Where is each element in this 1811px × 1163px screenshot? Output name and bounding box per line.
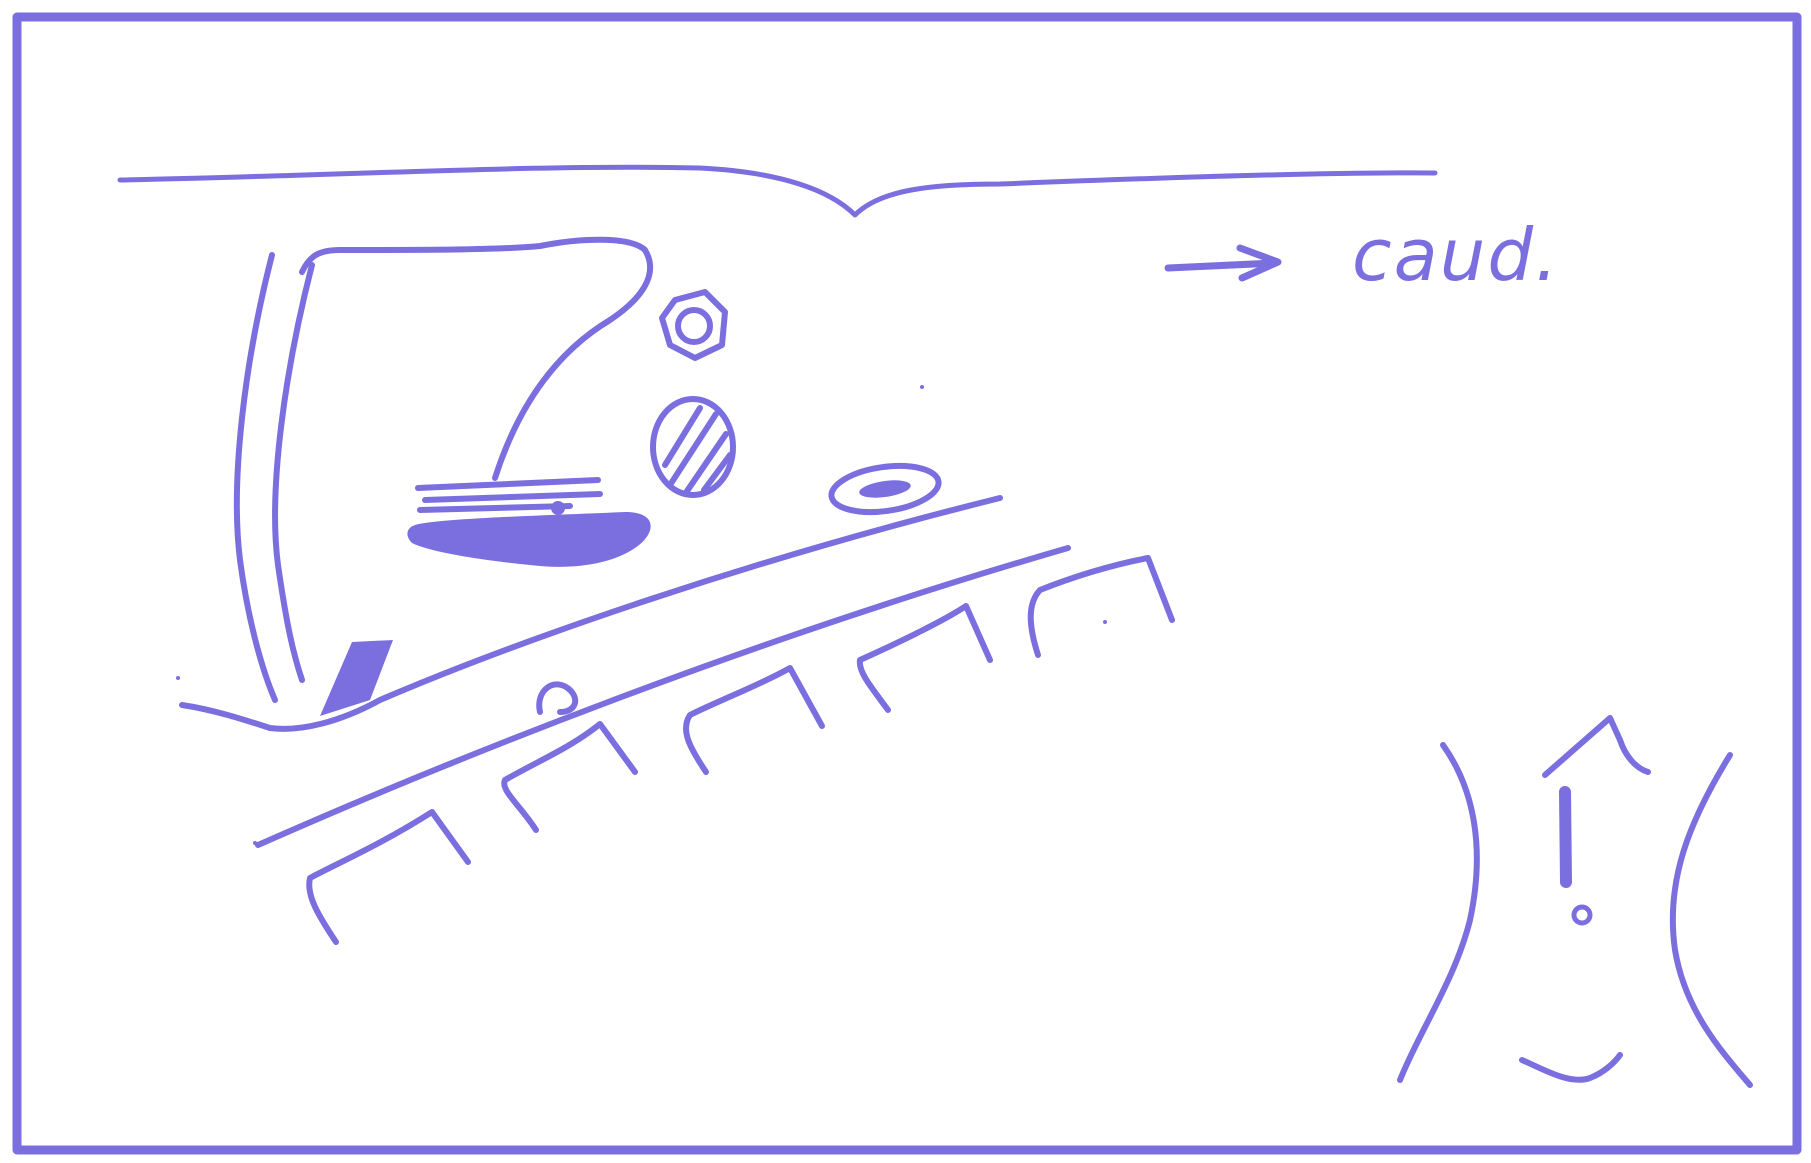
nut-icon xyxy=(659,289,728,361)
enclosure-outline xyxy=(299,236,653,481)
curly-brace xyxy=(117,164,1438,218)
comb-tooth xyxy=(306,809,471,945)
smile-mark xyxy=(1519,1052,1623,1083)
rail-loop xyxy=(536,681,579,715)
comb-tooth xyxy=(501,721,638,833)
caudal-label: caud. xyxy=(1352,213,1560,297)
comb-teeth xyxy=(306,555,1175,945)
platform-line xyxy=(255,545,1071,848)
stage-plates xyxy=(415,477,603,513)
stage-base xyxy=(407,512,651,567)
comb-tooth xyxy=(856,603,993,713)
comb-tooth xyxy=(1027,555,1175,658)
eye-icon xyxy=(828,462,942,516)
eye-pupil xyxy=(859,480,911,498)
support-post xyxy=(320,640,393,716)
right-bracket xyxy=(1669,752,1753,1088)
stray-dots xyxy=(176,385,1107,845)
comb-tooth xyxy=(683,665,825,775)
hatched-oval-icon xyxy=(650,396,736,498)
exclamation-icon xyxy=(1559,786,1593,926)
right-arrow-icon xyxy=(1164,244,1282,282)
left-bracket xyxy=(1397,742,1480,1083)
back-wall xyxy=(233,252,315,703)
frame-border xyxy=(12,12,1802,1155)
main-rail xyxy=(179,495,1003,732)
peak-mark xyxy=(1542,715,1651,778)
stage-dot xyxy=(551,501,565,515)
